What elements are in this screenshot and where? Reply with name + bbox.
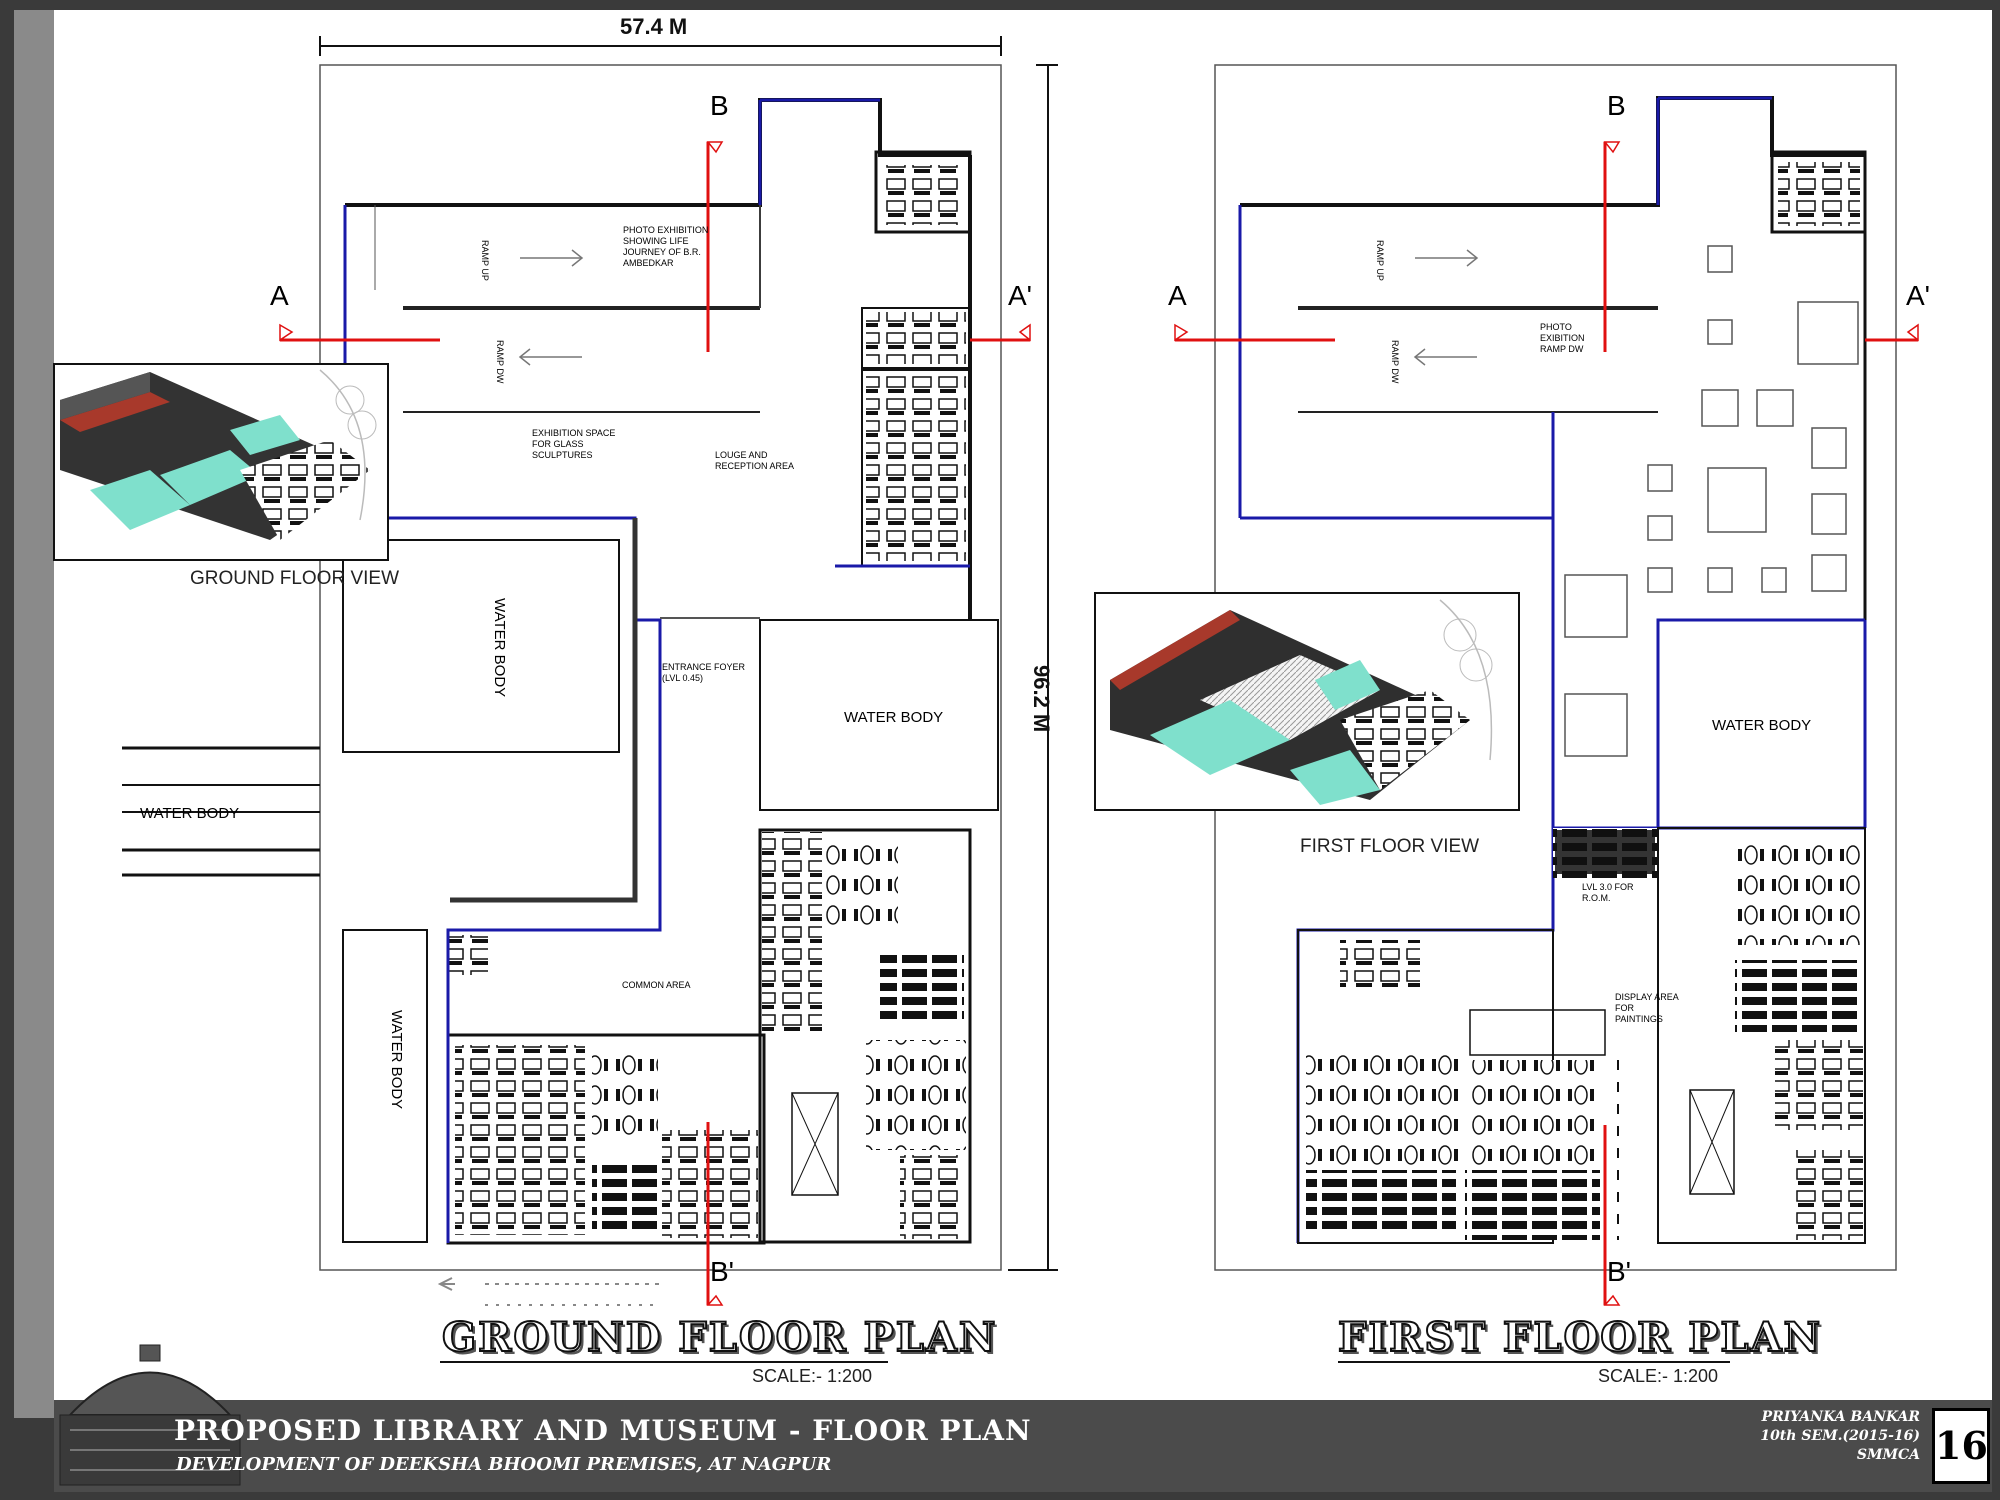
author-semester: 10th SEM.(2015-16) [1760,1428,1920,1444]
ground-label-lounge: LOUGE AND RECEPTION AREA [715,450,795,471]
sheet-number: 16 [1932,1408,1990,1484]
ground-label-exhibition-space: EXHIBITION SPACE FOR GLASS SCULPTURES [532,428,616,460]
ground-section-a: A [270,280,289,311]
first-floor-plan-title: FIRST FLOOR PLAN [1337,1313,1823,1362]
first-floor-view-label: FIRST FLOOR VIEW [1300,836,1480,857]
first-label-photo-exhibition: PHOTO EXIBITION RAMP DW [1540,322,1585,354]
ground-label-water-body-center: WATER BODY [844,709,944,726]
ground-label-water-body-strip: WATER BODY [140,805,240,822]
ground-height-dimension: 96.2 M [1029,665,1054,733]
ground-floor-3d-view [53,363,389,561]
ground-label-ramp-down: RAMP DW [495,340,505,384]
author-block: PRIYANKA BANKAR 10th SEM.(2015-16) SMMCA [1700,1408,1920,1465]
ground-label-entrance-foyer: ENTRANCE FOYER (LVL 0.45) [662,662,746,683]
first-label-water-body: WATER BODY [1712,717,1812,734]
first-floor-plan [1174,64,1919,1306]
ground-label-ramp-up: RAMP UP [480,240,490,281]
left-border-strip [14,10,54,1418]
first-label-ramp-up: RAMP UP [1375,240,1385,281]
ground-floor-plan-title: GROUND FLOOR PLAN [441,1313,998,1362]
ground-label-common-area: COMMON AREA [622,980,691,990]
stupa-emblem [59,1344,241,1486]
first-floor-3d-view [1094,592,1520,811]
ground-label-water-body-small: WATER BODY [388,1010,405,1110]
first-floor-scale: SCALE:- 1:200 [1598,1366,1719,1386]
first-label-display-area: DISPLAY AREA FOR PAINTINGS [1615,992,1679,1024]
author-name: PRIYANKA BANKAR [1761,1409,1920,1425]
first-label-ramp-down: RAMP DW [1390,340,1400,384]
first-section-b-prime: B' [1607,1256,1632,1287]
ground-width-dimension: 57.4 M [620,14,688,39]
ground-section-b-prime: B' [710,1256,735,1287]
first-section-a: A [1168,280,1187,311]
ground-floor-plan [122,36,1058,1306]
ground-floor-scale: SCALE:- 1:200 [752,1366,873,1386]
first-section-b: B [1607,90,1626,121]
ground-label-photo-exhibition: PHOTO EXHIBITION SHOWING LIFE JOURNEY OF… [623,225,709,268]
ground-section-b: B [710,90,729,121]
first-section-a-prime: A' [1906,280,1931,311]
ground-section-a-prime: A' [1008,280,1033,311]
ground-label-water-body-left: WATER BODY [491,598,508,698]
author-college: SMMCA [1856,1447,1920,1463]
first-label-lvl: LVL 3.0 FOR R.O.M. [1582,882,1634,903]
sheet-title: PROPOSED LIBRARY AND MUSEUM - FLOOR PLAN [174,1414,1032,1447]
sheet-subtitle: DEVELOPMENT OF DEEKSHA BHOOMI PREMISES, … [176,1454,832,1475]
ground-floor-view-label: GROUND FLOOR VIEW [190,568,400,589]
